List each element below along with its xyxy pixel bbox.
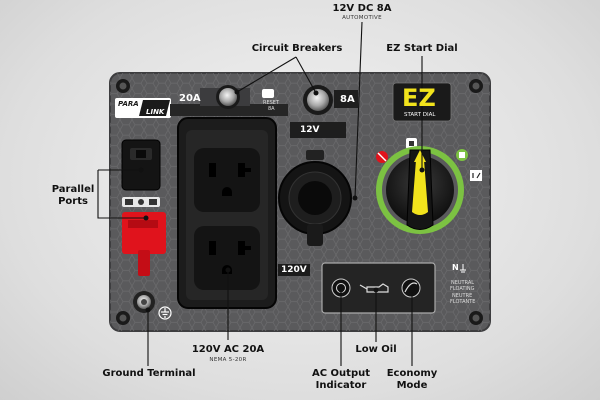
oil-can-icon: [359, 283, 389, 293]
stop-icon: [376, 151, 388, 163]
reset-label-line2: 8A: [268, 106, 275, 112]
paralink-text-link: LINK: [146, 108, 165, 116]
parallel-port-black[interactable]: [121, 139, 161, 191]
screw-icon: [116, 79, 130, 93]
ez-start-dial[interactable]: [376, 146, 464, 234]
ac-outlet-label: 120V AC 20A: [191, 344, 265, 355]
neutral-line3: NEUTRE: [452, 293, 473, 299]
ground-terminal-bolt[interactable]: [133, 291, 155, 313]
screw-icon: [469, 79, 483, 93]
low-oil-label: Low Oil: [355, 344, 397, 355]
battery-icon: [470, 170, 482, 181]
reset-hand-icon: [262, 89, 274, 98]
paralink-text-para: PARA: [118, 100, 139, 108]
neutral-line1: NEUTRAL: [451, 280, 475, 286]
dc-12v-socket[interactable]: [278, 122, 352, 246]
ez-start-dial-label: EZ Start Dial: [386, 43, 458, 54]
outlet-voltage-label: 120V: [278, 264, 310, 276]
run-icon: [456, 149, 468, 161]
screw-icon: [469, 311, 483, 325]
screw-icon: [116, 311, 130, 325]
breaker-20a-label: 20A: [179, 93, 201, 104]
breaker-button-icon[interactable]: [303, 85, 358, 115]
economy-mode-label-line1: Economy: [386, 368, 438, 379]
reset-label-line1: RESET: [263, 100, 280, 106]
ac-receptacle-lower[interactable]: [194, 226, 260, 290]
dc-title-label: 12V DC 8A: [332, 3, 392, 14]
ez-logo-subtext: START DIAL: [404, 112, 436, 118]
ground-icon: [460, 264, 466, 273]
ground-icon: [158, 306, 172, 320]
parallel-symbol-strip: [122, 197, 160, 207]
ac-receptacle-upper[interactable]: [194, 148, 260, 212]
economy-mode-label-line2: Mode: [396, 380, 428, 391]
choke-icon: [406, 138, 417, 149]
neutral-line4: FLOTANTE: [450, 299, 476, 305]
indicator-lights-box: [321, 262, 436, 314]
parallel-ports-label-line1: Parallel: [51, 184, 95, 195]
ez-logo-text: EZ: [402, 84, 436, 112]
neutral-symbol-text: N: [452, 263, 459, 272]
ac-output-indicator-label-line1: AC Output: [311, 368, 371, 379]
parallel-ports-label-line2: Ports: [58, 196, 88, 207]
breaker-8a-label: 8A: [340, 94, 355, 105]
parallel-port-red[interactable]: [122, 212, 166, 276]
dc-socket-label: 12V: [300, 125, 320, 135]
callout-dots: [138, 89, 425, 313]
callout-lines: [97, 21, 423, 366]
ac-outlet-sublabel: NEMA 5-20R: [209, 357, 247, 363]
dc-subtitle-label: AUTOMOTIVE: [342, 15, 382, 21]
circuit-breakers-label: Circuit Breakers: [251, 43, 343, 54]
neutral-line2: FLOATING: [450, 286, 475, 292]
paralink-logo: [115, 98, 171, 118]
ground-terminal-label: Ground Terminal: [102, 368, 196, 379]
ac-output-indicator-label-line2: Indicator: [315, 380, 367, 391]
